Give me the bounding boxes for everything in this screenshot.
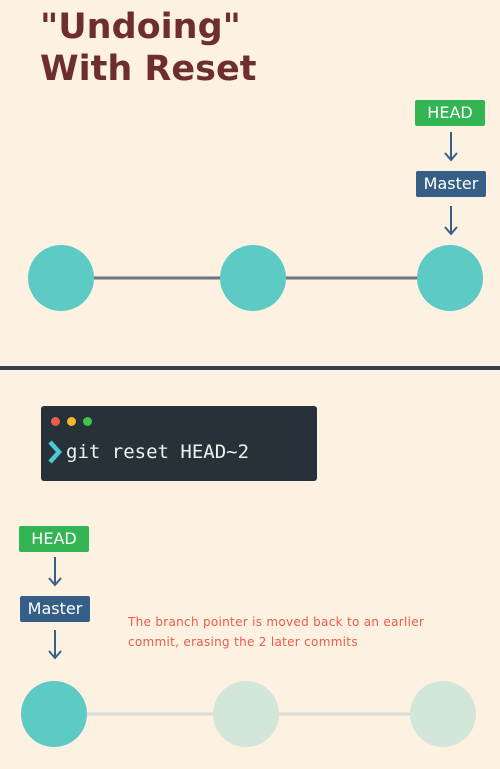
after-master-label: Master <box>20 596 90 622</box>
window-maximize-dot <box>83 417 92 426</box>
before-commit <box>28 245 94 311</box>
caption-line-1: The branch pointer is moved back to an e… <box>128 615 425 629</box>
before-commit <box>220 245 286 311</box>
after-erased-commit <box>410 681 476 747</box>
caption-line-2: commit, erasing the 2 later commits <box>128 635 358 649</box>
before-master-label: Master <box>416 171 486 197</box>
section-divider <box>0 366 500 370</box>
chevron-right-icon <box>48 440 63 464</box>
after-commit <box>21 681 87 747</box>
window-close-dot <box>51 417 60 426</box>
terminal-command: git reset HEAD~2 <box>66 441 250 463</box>
after-master-arrow-icon <box>48 630 62 660</box>
title-line-2: With Reset <box>40 49 257 89</box>
terminal-window: git reset HEAD~2 <box>41 406 317 481</box>
before-commit-graph <box>28 245 483 311</box>
after-head-arrow-icon <box>48 557 62 587</box>
after-commit-graph <box>21 681 476 747</box>
reset-caption: The branch pointer is moved back to an e… <box>128 612 473 652</box>
before-commit <box>417 245 483 311</box>
title-line-1: "Undoing" <box>40 7 241 47</box>
after-erased-commit <box>213 681 279 747</box>
diagram-title: "Undoing" With Reset <box>40 6 256 90</box>
window-minimize-dot <box>67 417 76 426</box>
before-head-arrow-icon <box>444 132 458 162</box>
before-master-arrow-icon <box>444 206 458 236</box>
after-head-label: HEAD <box>19 526 89 552</box>
before-head-label: HEAD <box>415 100 485 126</box>
